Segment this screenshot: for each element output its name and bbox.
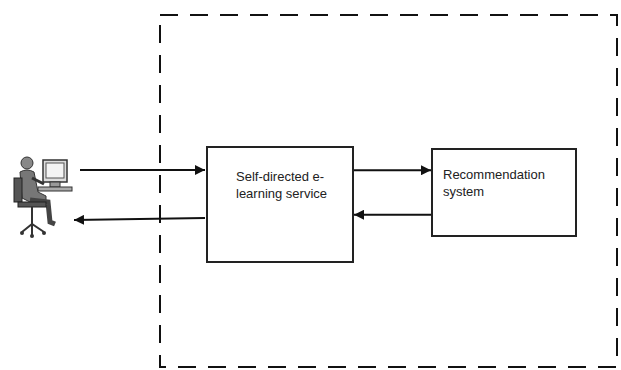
box-label: Recommendation system bbox=[443, 166, 573, 200]
user-icon bbox=[14, 157, 72, 238]
flow-arrow bbox=[354, 169, 431, 171]
system-boundary bbox=[160, 15, 617, 367]
process-box: Self-directed e-learning service bbox=[206, 146, 354, 263]
user-request-arrow bbox=[80, 169, 205, 171]
process-box: Recommendation system bbox=[431, 148, 577, 237]
connector-group bbox=[354, 170, 431, 215]
box-label: Self-directed e-learning service bbox=[236, 168, 336, 202]
user-response-arrow bbox=[74, 218, 205, 220]
flow-arrow bbox=[354, 214, 431, 216]
